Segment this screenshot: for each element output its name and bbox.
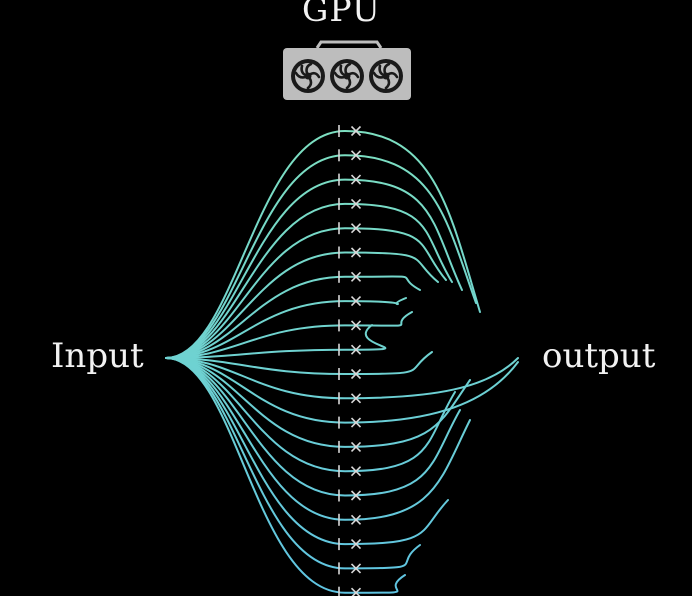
cross-marker <box>350 271 362 282</box>
cross-marker <box>350 150 362 161</box>
cross-marker <box>350 539 362 550</box>
cross-marker <box>350 441 362 452</box>
fan-icon <box>291 59 325 93</box>
branch-curve <box>165 357 461 497</box>
branch-curve <box>165 357 519 424</box>
branch-curve <box>165 351 433 376</box>
cross-marker <box>350 223 362 234</box>
branch-curve <box>165 357 406 594</box>
cross-marker <box>350 417 362 428</box>
branch-curve <box>165 357 471 521</box>
branch-curves <box>165 129 519 594</box>
branch-curve <box>165 311 413 359</box>
branch-curve <box>165 357 519 400</box>
cross-marker <box>350 563 362 574</box>
branch-curve <box>165 227 447 359</box>
cross-marker <box>350 344 362 355</box>
cross-marker <box>350 393 362 404</box>
branch-curve <box>165 297 407 359</box>
cross-marker <box>350 514 362 525</box>
fan-icon <box>330 59 364 93</box>
cross-marker <box>350 490 362 501</box>
branch-curve <box>165 324 387 359</box>
cross-marker <box>350 125 362 137</box>
graphics-card-icon <box>283 40 411 100</box>
cross-marker <box>350 174 362 185</box>
gpu-label: GPU <box>302 0 381 29</box>
branch-curve <box>165 275 421 359</box>
branch-curve <box>165 357 456 473</box>
input-label: Input <box>51 336 144 376</box>
branch-curve <box>165 251 439 359</box>
cross-marker <box>350 247 362 258</box>
branch-curve <box>165 357 421 570</box>
cross-marker <box>350 320 362 331</box>
cross-marker <box>350 368 362 380</box>
branch-curve <box>165 154 477 359</box>
branch-curve <box>165 202 453 359</box>
cross-marker <box>350 466 362 477</box>
cross-marker <box>350 198 362 209</box>
branch-curve <box>165 178 463 359</box>
output-label: output <box>542 336 656 376</box>
branch-curve <box>165 357 449 546</box>
fan-icon <box>369 59 403 93</box>
branch-curve <box>165 357 471 448</box>
tick-cross-markers <box>338 125 362 596</box>
cross-marker <box>350 296 362 307</box>
